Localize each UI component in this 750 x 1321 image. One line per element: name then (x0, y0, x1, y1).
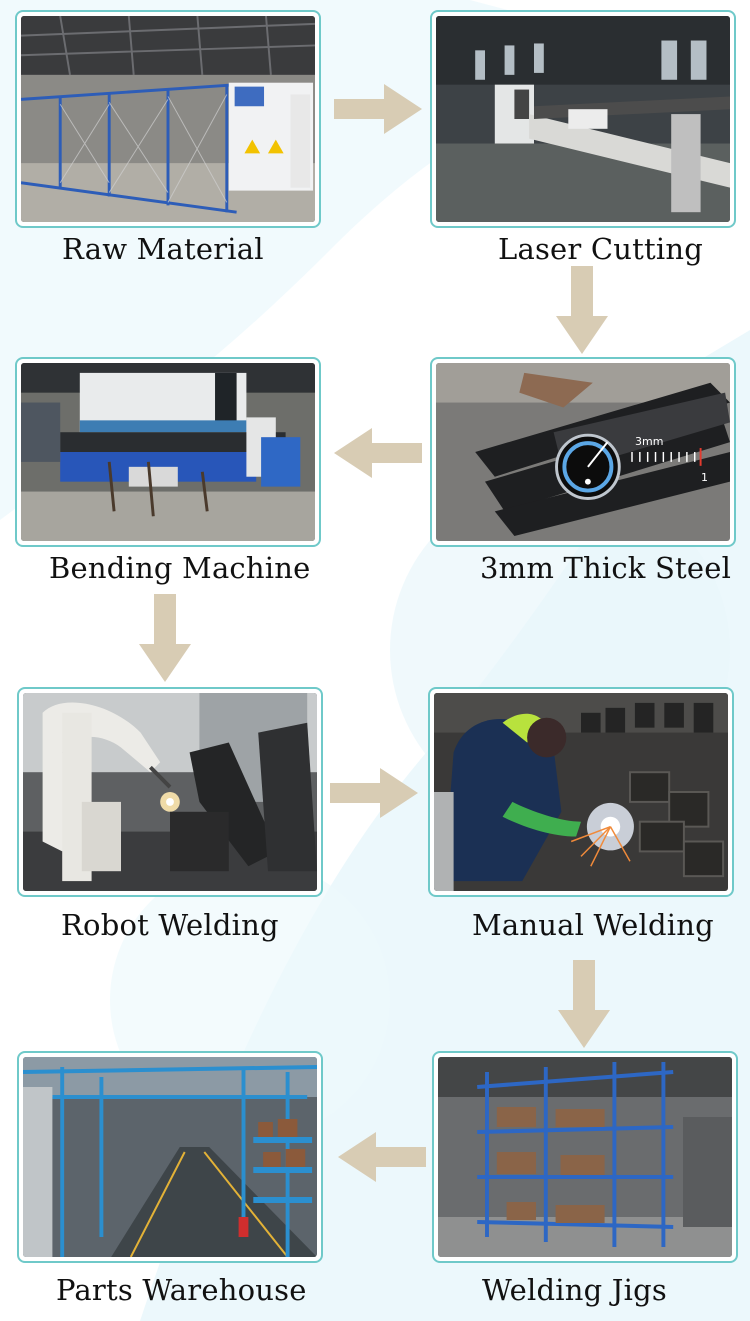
robot-welding-photo (23, 693, 317, 891)
arrow-icon (558, 960, 610, 1048)
arrow-icon (330, 768, 418, 818)
thick-steel-label: 3mm Thick Steel (480, 551, 732, 585)
bending-machine-label: Bending Machine (49, 551, 311, 585)
thick-steel-card: 3mm 1 (430, 357, 736, 547)
bending-machine-card (15, 357, 321, 547)
laser-cutting-label: Laser Cutting (498, 232, 703, 266)
parts-warehouse-card (17, 1051, 323, 1263)
welding-jigs-photo (438, 1057, 732, 1257)
scale-mark-label: 1 (701, 471, 708, 484)
arrow-icon (334, 428, 422, 478)
laser-cutting-photo (436, 16, 730, 222)
parts-warehouse-label: Parts Warehouse (56, 1273, 307, 1307)
welding-jigs-card (432, 1051, 738, 1263)
manual-welding-card (428, 687, 734, 897)
thick-steel-photo: 3mm 1 (436, 363, 730, 541)
raw-material-card (15, 10, 321, 228)
welding-jigs-label: Welding Jigs (482, 1273, 667, 1307)
raw-material-photo (21, 16, 315, 222)
manual-welding-photo (434, 693, 728, 891)
thickness-annotation: 3mm (635, 435, 664, 448)
arrow-icon (139, 594, 191, 682)
arrow-icon (334, 84, 422, 134)
parts-warehouse-photo (23, 1057, 317, 1257)
robot-welding-card (17, 687, 323, 897)
manual-welding-label: Manual Welding (472, 908, 714, 942)
laser-cutting-card (430, 10, 736, 228)
arrow-icon (338, 1132, 426, 1182)
raw-material-label: Raw Material (62, 232, 264, 266)
bending-machine-photo (21, 363, 315, 541)
robot-welding-label: Robot Welding (61, 908, 279, 942)
arrow-icon (556, 266, 608, 354)
